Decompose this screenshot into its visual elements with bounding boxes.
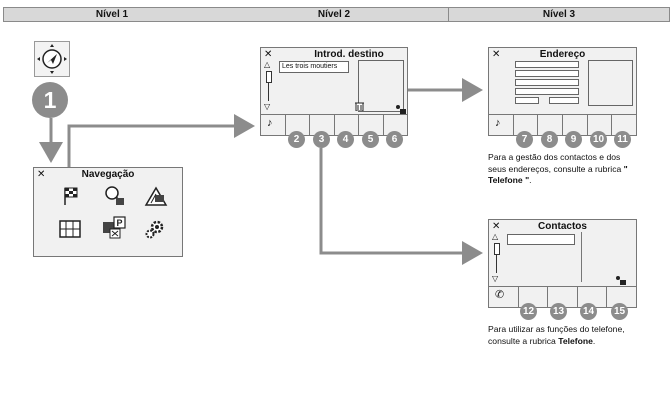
softkey-7[interactable] [514,115,539,135]
callout-badge: 13 [550,303,567,320]
header-level-1: Nível 1 [3,7,221,22]
address-field[interactable] [515,61,579,68]
callout-badge: 3 [313,131,330,148]
contactos-caption: Para utilizar as funções do telefone, co… [488,324,625,346]
callout-badge: 11 [614,131,631,148]
destination-input[interactable]: Les trois moutiers [279,61,349,73]
contact-search-field[interactable] [507,234,575,245]
header-level-2: Nível 2 [220,7,449,22]
close-icon[interactable]: ✕ [492,221,501,232]
map-preview-box [358,60,404,112]
softkey-4[interactable] [335,115,359,135]
address-field[interactable] [515,70,579,77]
callout-badge: 4 [337,131,354,148]
contactos-title: Contactos [538,221,587,232]
callout-badge: 14 [580,303,597,320]
callout-badge: 12 [520,303,537,320]
callout-badge: 2 [288,131,305,148]
telefone-reference: " Telefone " [488,163,628,186]
softkey-3[interactable] [310,115,335,135]
search-poi-icon[interactable] [104,185,126,210]
softkey-8[interactable] [538,115,564,135]
introd-destino-softkeys: ♪ [261,114,407,135]
map-preview-box [588,60,633,106]
svg-text:P: P [117,218,123,228]
music-flag-icon: ♪ [495,117,501,129]
traffic-parking-icon[interactable]: P [102,216,128,243]
close-icon[interactable]: ✕ [37,169,46,180]
contacts-list-icon[interactable] [395,101,406,119]
contactos-softkeys: ✆ [489,286,636,307]
endereco-caption: Para a gestão dos contactos e dos seus e… [488,152,628,186]
softkey-phone[interactable]: ✆ [489,287,519,307]
address-field[interactable] [515,79,579,86]
callout-badge: 10 [590,131,607,148]
joystick-control-icon [34,41,70,77]
softkey-2[interactable] [286,115,310,135]
step-1-badge: 1 [32,82,68,118]
address-field[interactable] [549,97,579,104]
map-icon[interactable] [59,219,81,242]
telefone-reference: Telefone [558,335,593,346]
navegacao-title: Navegação [81,169,135,180]
callout-badge: 9 [565,131,582,148]
contactos-screen: Contactos ✕ △ ▽ ✆ [488,219,637,308]
endereco-screen: ✕ Endereço ♪ [488,47,637,136]
header-level-3: Nível 3 [449,7,670,22]
settings-gear-icon[interactable] [144,218,166,243]
endereco-title: Endereço [539,49,586,60]
endereco-softkeys: ♪ [489,114,636,135]
trash-icon[interactable] [355,101,364,113]
scrollbar[interactable]: △ ▽ [264,60,272,111]
contacts-list-icon[interactable] [615,272,626,290]
callout-badge: 8 [541,131,558,148]
softkey-5[interactable] [359,115,384,135]
softkey-12[interactable] [519,287,549,307]
close-icon[interactable]: ✕ [264,49,273,60]
phone-icon: ✆ [495,289,505,301]
callout-badge: 5 [362,131,379,148]
music-flag-icon: ♪ [267,117,273,129]
softkey-9[interactable] [563,115,588,135]
arrow-introd-to-contactos [319,148,483,265]
callout-badge: 15 [611,303,628,320]
address-field[interactable] [515,97,539,104]
introd-destino-title: Introd. destino [314,49,384,60]
scrollbar[interactable]: △ ▽ [492,232,500,283]
divider [581,232,582,282]
navegacao-menu-screen: ✕ Navegação P [33,167,183,257]
introd-destino-screen: ✕ Introd. destino △ ▽ Les trois moutiers… [260,47,408,136]
callout-badge: 7 [516,131,533,148]
callout-badge: 6 [386,131,403,148]
softkey-10[interactable] [588,115,613,135]
address-field[interactable] [515,88,579,95]
softkey-13[interactable] [548,287,578,307]
softkey-flag[interactable]: ♪ [489,115,514,135]
map-route-icon[interactable] [144,185,170,210]
destination-flag-icon[interactable] [62,186,80,209]
softkey-flag[interactable]: ♪ [261,115,286,135]
close-icon[interactable]: ✕ [492,49,501,60]
softkey-14[interactable] [578,287,608,307]
